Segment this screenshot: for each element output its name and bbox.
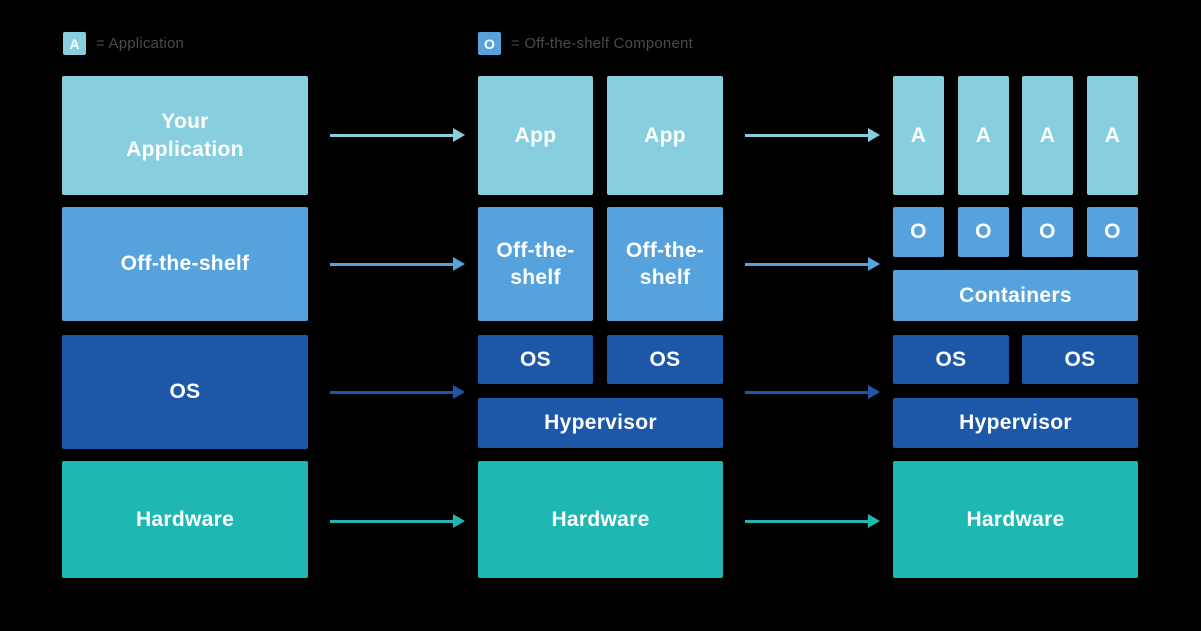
containerized-app-box-3: A bbox=[1022, 76, 1073, 195]
arrow-shaft bbox=[745, 390, 868, 394]
arrow-hardware-2-icon bbox=[745, 514, 880, 528]
arrow-hardware-1-icon bbox=[330, 514, 465, 528]
virtualized-off-the-shelf-box-1: Off-the-shelf bbox=[478, 207, 593, 321]
arrow-shaft bbox=[330, 133, 453, 137]
arrow-head bbox=[453, 514, 465, 528]
arrow-head bbox=[453, 128, 465, 142]
arrow-head bbox=[868, 128, 880, 142]
legend-off-the-shelf-label: = Off-the-shelf Component bbox=[511, 35, 693, 52]
containerized-os-box-2: OS bbox=[1022, 335, 1138, 384]
arrow-shaft bbox=[330, 390, 453, 394]
arrow-head bbox=[868, 257, 880, 271]
arrow-shaft bbox=[745, 262, 868, 266]
arrow-head bbox=[868, 385, 880, 399]
containerized-app-box-1: A bbox=[893, 76, 944, 195]
arrow-head bbox=[868, 514, 880, 528]
virtualized-app-box-1: App bbox=[478, 76, 593, 195]
legend-application: A = Application bbox=[63, 32, 184, 55]
traditional-off-the-shelf-box: Off-the-shelf bbox=[62, 207, 308, 321]
arrow-shaft bbox=[330, 262, 453, 266]
containerized-app-box-2: A bbox=[958, 76, 1009, 195]
application-symbol-icon: A bbox=[63, 32, 86, 55]
containerized-os-box-1: OS bbox=[893, 335, 1009, 384]
containerized-hardware-box: Hardware bbox=[893, 461, 1138, 578]
arrow-shaft bbox=[330, 519, 453, 523]
containerized-app-box-4: A bbox=[1087, 76, 1138, 195]
arrow-os-1-icon bbox=[330, 385, 465, 399]
traditional-hardware-box: Hardware bbox=[62, 461, 308, 578]
legend-application-label: = Application bbox=[96, 35, 185, 52]
legend-off-the-shelf: O = Off-the-shelf Component bbox=[478, 32, 693, 55]
virtualized-app-box-2: App bbox=[607, 76, 723, 195]
arrow-os-2-icon bbox=[745, 385, 880, 399]
off-the-shelf-symbol-icon: O bbox=[478, 32, 501, 55]
arrow-head bbox=[453, 385, 465, 399]
arrow-shaft bbox=[745, 519, 868, 523]
virtualized-os-box-2: OS bbox=[607, 335, 723, 384]
containerized-containers-box: Containers bbox=[893, 270, 1138, 321]
containerized-hypervisor-box: Hypervisor bbox=[893, 398, 1138, 448]
containerized-component-box-2: O bbox=[958, 207, 1009, 257]
containerized-component-box-4: O bbox=[1087, 207, 1138, 257]
arrow-off-the-shelf-2-icon bbox=[745, 257, 880, 271]
containerized-component-box-1: O bbox=[893, 207, 944, 257]
arrow-application-2-icon bbox=[745, 128, 880, 142]
arrow-application-1-icon bbox=[330, 128, 465, 142]
virtualized-os-box-1: OS bbox=[478, 335, 593, 384]
virtualized-off-the-shelf-box-2: Off-the-shelf bbox=[607, 207, 723, 321]
virtualized-hardware-box: Hardware bbox=[478, 461, 723, 578]
virtualized-hypervisor-box: Hypervisor bbox=[478, 398, 723, 448]
arrow-shaft bbox=[745, 133, 868, 137]
arrow-head bbox=[453, 257, 465, 271]
traditional-your-application-box: Your Application bbox=[62, 76, 308, 195]
traditional-os-box: OS bbox=[62, 335, 308, 449]
arrow-off-the-shelf-1-icon bbox=[330, 257, 465, 271]
containerized-component-box-3: O bbox=[1022, 207, 1073, 257]
